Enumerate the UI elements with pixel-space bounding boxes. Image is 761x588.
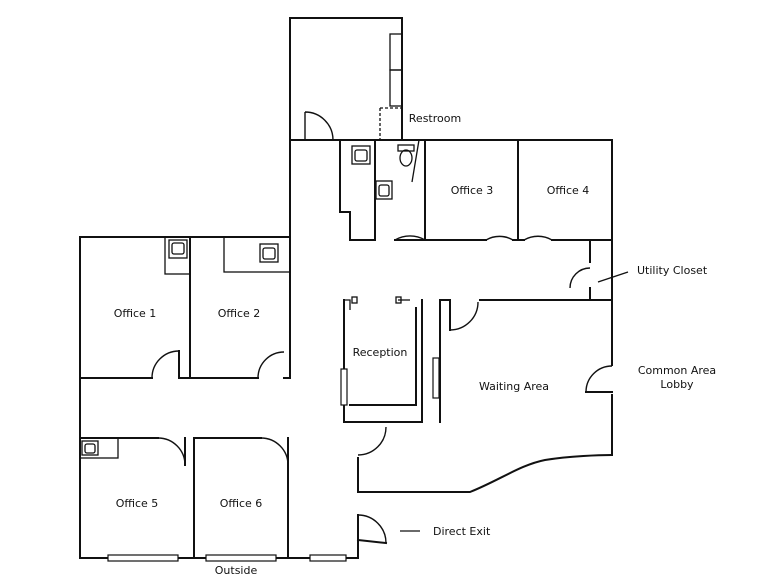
reception-desk — [340, 296, 440, 423]
label-common-area: Common Area — [638, 364, 716, 377]
label-outside: Outside — [215, 564, 258, 577]
label-office-1: Office 1 — [114, 307, 157, 320]
label-office-2: Office 2 — [218, 307, 261, 320]
label-direct-exit: Direct Exit — [433, 525, 491, 538]
label-waiting-area: Waiting Area — [479, 380, 549, 393]
label-lobby: Lobby — [660, 378, 694, 391]
label-office-6: Office 6 — [220, 497, 263, 510]
label-utility-closet: Utility Closet — [637, 264, 708, 277]
offices-5-6 — [79, 437, 347, 562]
label-office-5: Office 5 — [116, 497, 159, 510]
offices-1-2 — [79, 236, 291, 379]
label-restroom: Restroom — [409, 112, 461, 125]
lobby-walls — [356, 299, 613, 545]
label-office-4: Office 4 — [547, 184, 590, 197]
exterior-walls — [79, 17, 614, 559]
restroom-area — [304, 33, 426, 241]
label-reception: Reception — [353, 346, 408, 359]
offices-3-4 — [424, 139, 629, 301]
label-office-3: Office 3 — [451, 184, 494, 197]
